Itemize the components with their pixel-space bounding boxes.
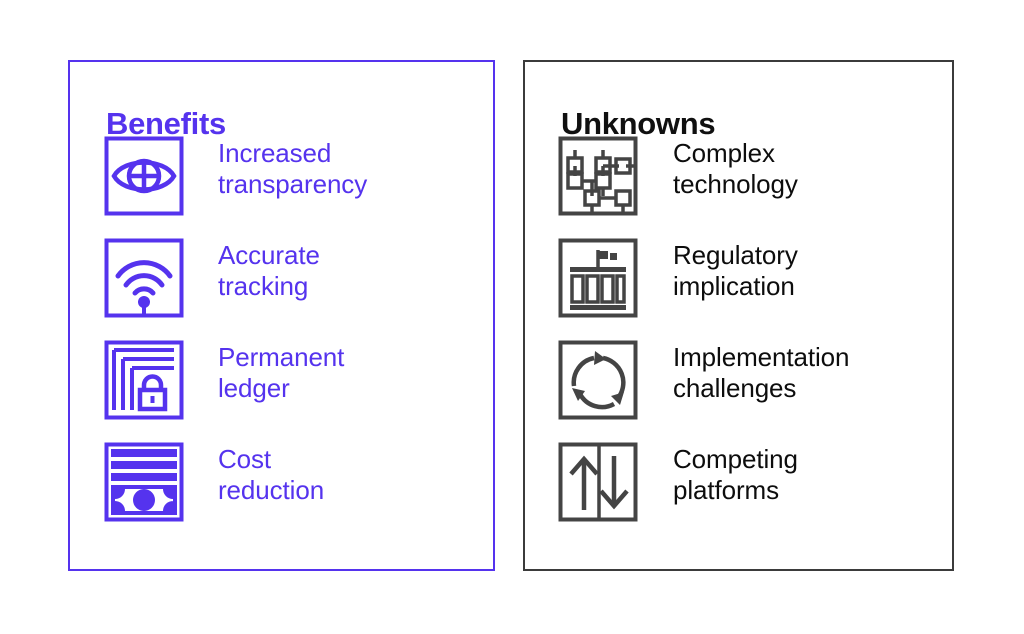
list-item-label: Accurate tracking [218,240,320,301]
list-item[interactable]: Implementation challenges [558,340,952,442]
government-building-icon [558,238,638,318]
panel-title-unknowns: Unknowns [561,105,716,141]
panel-benefits: Benefits Increased transparency [68,60,495,571]
list-item[interactable]: Complex technology [558,136,952,238]
panel-title-benefits: Benefits [106,105,226,141]
circular-arrows-icon [558,340,638,420]
banknote-stack-icon [104,442,184,522]
panel-unknowns: Unknowns [523,60,954,571]
list-item[interactable]: Increased transparency [104,136,493,238]
list-item-label: Competing platforms [673,444,798,505]
list-item-label: Increased transparency [218,138,368,199]
list-item-label: Cost reduction [218,444,325,505]
unknowns-item-list: Complex technology [558,136,952,544]
list-item-label: Permanent ledger [218,342,345,403]
wireless-signal-icon [104,238,184,318]
layers-lock-icon [104,340,184,420]
list-item-label: Regulatory implication [673,240,798,301]
up-down-arrows-icon [558,442,638,522]
eye-globe-icon [104,136,184,216]
list-item-label: Implementation challenges [673,342,850,403]
list-item[interactable]: Competing platforms [558,442,952,544]
benefits-item-list: Increased transparency Accurate tracking [104,136,493,544]
list-item[interactable]: Accurate tracking [104,238,493,340]
list-item[interactable]: Cost reduction [104,442,493,544]
list-item[interactable]: Permanent ledger [104,340,493,442]
network-nodes-icon [558,136,638,216]
list-item-label: Complex technology [673,138,798,199]
list-item[interactable]: Regulatory implication [558,238,952,340]
